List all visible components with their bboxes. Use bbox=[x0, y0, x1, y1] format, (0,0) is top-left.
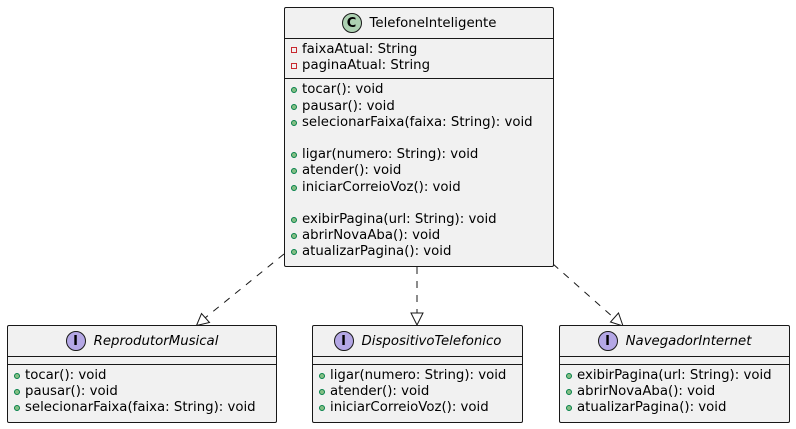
method-text: atender(): void bbox=[302, 163, 402, 179]
attribute-text: faixaAtual: String bbox=[302, 42, 418, 57]
attributes-section bbox=[8, 357, 276, 365]
method-text: ligar(numero: String): void bbox=[330, 368, 507, 383]
interface-header: I DispositivoTelefonico bbox=[313, 326, 522, 357]
interface-name: ReprodutorMusical bbox=[93, 333, 219, 349]
method-text: tocar(): void bbox=[302, 82, 384, 98]
realization-arrowhead-dispositivo bbox=[410, 312, 424, 327]
attributes-section bbox=[560, 357, 789, 365]
class-name: TelefoneInteligente bbox=[369, 15, 497, 31]
public-visibility-icon bbox=[14, 389, 20, 396]
public-visibility-icon bbox=[291, 119, 297, 126]
interface-stereotype-icon: I bbox=[65, 331, 86, 351]
public-visibility-icon bbox=[319, 405, 325, 412]
class-telefone-inteligente[interactable]: C TelefoneInteligente faixaAtual: String… bbox=[284, 7, 554, 267]
method-row: atualizarPagina(): void bbox=[560, 400, 789, 416]
realization-edge-reprodutor bbox=[204, 253, 285, 319]
method-text: exibirPagina(url: String): void bbox=[302, 211, 497, 227]
private-visibility-icon bbox=[291, 63, 297, 70]
method-text: pausar(): void bbox=[25, 384, 118, 400]
public-visibility-icon bbox=[566, 389, 572, 396]
public-visibility-icon bbox=[291, 233, 297, 240]
interface-header: I ReprodutorMusical bbox=[8, 326, 276, 357]
method-text: exibirPagina(url: String): void bbox=[577, 368, 772, 383]
method-row: abrirNovaAba(): void bbox=[285, 228, 553, 244]
attributes-section bbox=[313, 357, 522, 365]
public-visibility-icon bbox=[14, 373, 20, 380]
public-visibility-icon bbox=[291, 103, 297, 110]
realization-arrowhead-navegador bbox=[609, 312, 624, 327]
method-row: selecionarFaixa(faixa: String): void bbox=[285, 115, 553, 131]
method-text: pausar(): void bbox=[302, 98, 395, 114]
methods-section: tocar(): void pausar(): void selecionarF… bbox=[8, 365, 276, 421]
methods-section: exibirPagina(url: String): void abrirNov… bbox=[560, 365, 789, 421]
method-row: exibirPagina(url: String): void bbox=[560, 368, 789, 384]
method-row: abrirNovaAba(): void bbox=[560, 384, 789, 400]
method-row: iniciarCorreioVoz(): void bbox=[313, 400, 522, 416]
method-row: atender(): void bbox=[285, 163, 553, 179]
public-visibility-icon bbox=[291, 249, 297, 256]
interface-dispositivo-telefonico[interactable]: I DispositivoTelefonico ligar(numero: St… bbox=[312, 325, 523, 423]
method-row: tocar(): void bbox=[8, 368, 276, 384]
method-text: atender(): void bbox=[330, 384, 430, 400]
attributes-section: faixaAtual: String paginaAtual: String bbox=[285, 39, 553, 80]
method-text: iniciarCorreioVoz(): void bbox=[302, 179, 461, 195]
method-text: abrirNovaAba(): void bbox=[577, 384, 716, 400]
interface-navegador-internet[interactable]: I NavegadorInternet exibirPagina(url: St… bbox=[559, 325, 790, 423]
method-row: pausar(): void bbox=[285, 99, 553, 115]
public-visibility-icon bbox=[291, 87, 297, 94]
method-row: exibirPagina(url: String): void bbox=[285, 212, 553, 228]
method-text: atualizarPagina(): void bbox=[577, 400, 727, 416]
interface-name: NavegadorInternet bbox=[625, 333, 752, 349]
interface-name: DispositivoTelefonico bbox=[361, 333, 502, 349]
public-visibility-icon bbox=[291, 216, 297, 223]
method-text: abrirNovaAba(): void bbox=[302, 228, 441, 244]
attribute-text: paginaAtual: String bbox=[302, 58, 431, 74]
public-visibility-icon bbox=[291, 152, 297, 159]
attribute-row: faixaAtual: String bbox=[285, 42, 553, 58]
realization-arrowhead-reprodutor bbox=[195, 312, 211, 327]
class-header: C TelefoneInteligente bbox=[285, 8, 553, 39]
attribute-row: paginaAtual: String bbox=[285, 58, 553, 74]
public-visibility-icon bbox=[14, 405, 20, 412]
interface-stereotype-icon: I bbox=[597, 331, 618, 351]
public-visibility-icon bbox=[566, 373, 572, 380]
method-text: tocar(): void bbox=[25, 368, 107, 383]
method-row: atender(): void bbox=[313, 384, 522, 400]
private-visibility-icon bbox=[291, 47, 297, 54]
public-visibility-icon bbox=[291, 168, 297, 175]
realization-edge-navegador bbox=[552, 263, 615, 319]
public-visibility-icon bbox=[319, 373, 325, 380]
interface-reprodutor-musical[interactable]: I ReprodutorMusical tocar(): void pausar… bbox=[7, 325, 277, 423]
method-row: selecionarFaixa(faixa: String): void bbox=[8, 400, 276, 416]
method-text: iniciarCorreioVoz(): void bbox=[330, 400, 489, 416]
method-row: iniciarCorreioVoz(): void bbox=[285, 180, 553, 196]
method-text: atualizarPagina(): void bbox=[302, 244, 452, 260]
interface-stereotype-icon: I bbox=[333, 331, 354, 351]
method-text: ligar(numero: String): void bbox=[302, 147, 479, 163]
class-stereotype-icon: C bbox=[341, 13, 362, 33]
method-row: pausar(): void bbox=[8, 384, 276, 400]
methods-section: ligar(numero: String): void atender(): v… bbox=[313, 365, 522, 421]
method-text: selecionarFaixa(faixa: String): void bbox=[25, 400, 256, 416]
method-row: ligar(numero: String): void bbox=[313, 368, 522, 384]
method-group-separator bbox=[285, 131, 553, 147]
public-visibility-icon bbox=[319, 389, 325, 396]
method-row: atualizarPagina(): void bbox=[285, 244, 553, 260]
method-row: ligar(numero: String): void bbox=[285, 147, 553, 163]
public-visibility-icon bbox=[566, 405, 572, 412]
method-group-separator bbox=[285, 196, 553, 212]
method-text: selecionarFaixa(faixa: String): void bbox=[302, 114, 533, 130]
interface-header: I NavegadorInternet bbox=[560, 326, 789, 357]
methods-section: tocar(): void pausar(): void selecionarF… bbox=[285, 79, 553, 264]
method-row: tocar(): void bbox=[285, 82, 553, 98]
public-visibility-icon bbox=[291, 184, 297, 191]
